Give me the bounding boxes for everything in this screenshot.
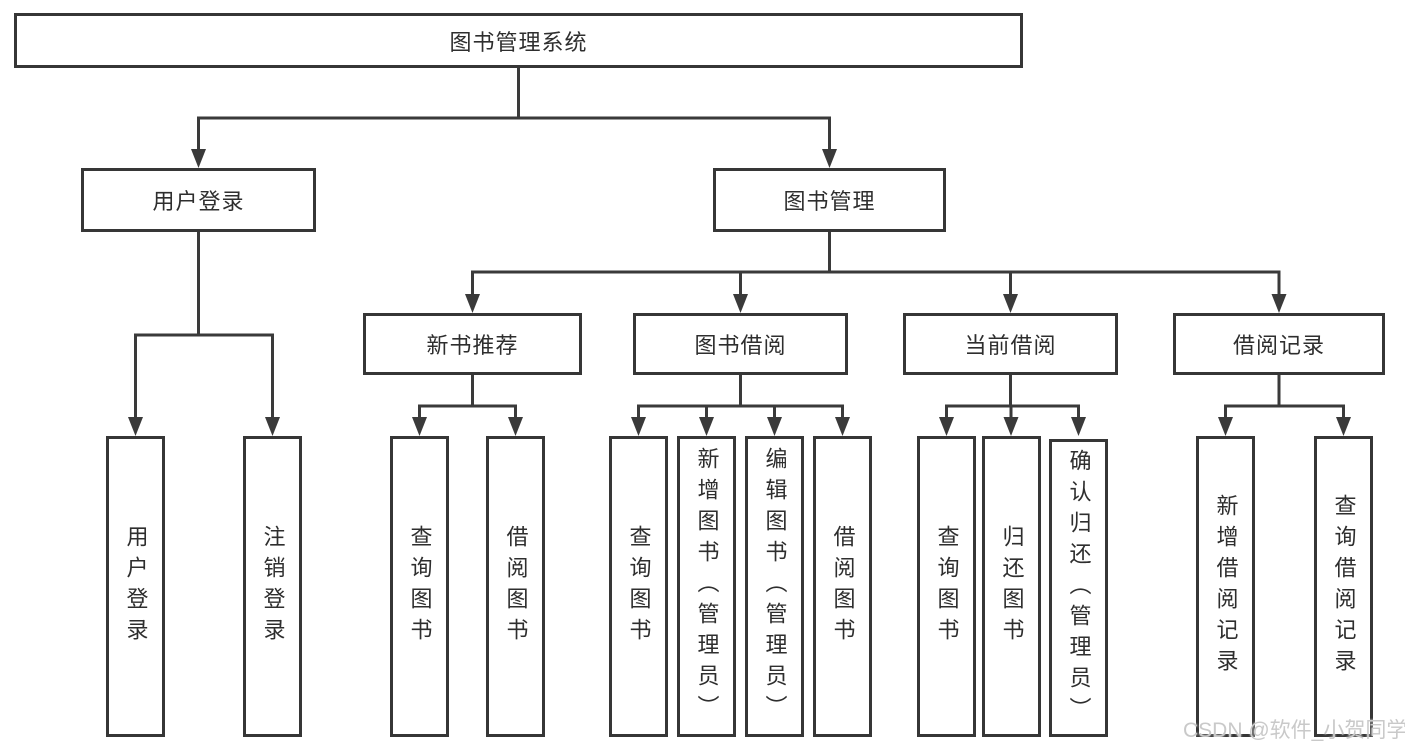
node-label: 图书借阅 bbox=[694, 333, 787, 358]
node-leaf-add-borrow-record: 新增借阅记录 bbox=[1196, 436, 1255, 737]
node-borrow-records: 借阅记录 bbox=[1173, 313, 1385, 375]
node-leaf-query-books-borrow: 查询图书 bbox=[609, 436, 668, 737]
node-label: 图书管理 bbox=[783, 189, 876, 214]
node-label: 确认归还（管理员） bbox=[1066, 448, 1092, 728]
watermark: CSDN @软件_小贺同学 bbox=[1183, 719, 1405, 742]
arrowheads bbox=[128, 149, 1351, 436]
node-leaf-borrow-books: 借阅图书 bbox=[813, 436, 872, 737]
node-label: 查询图书 bbox=[934, 524, 960, 649]
node-leaf-confirm-return-admin: 确认归还（管理员） bbox=[1049, 439, 1108, 737]
node-leaf-query-books-current: 查询图书 bbox=[917, 436, 976, 737]
node-label: 注销登录 bbox=[260, 524, 286, 649]
node-leaf-borrow-books-recommend: 借阅图书 bbox=[486, 436, 545, 737]
node-label: 查询借阅记录 bbox=[1331, 493, 1357, 680]
node-leaf-edit-books-admin: 编辑图书（管理员） bbox=[745, 436, 804, 737]
node-book-borrow: 图书借阅 bbox=[633, 313, 848, 375]
node-label: 用户登录 bbox=[152, 189, 245, 214]
node-user-login: 用户登录 bbox=[81, 168, 316, 232]
node-label: 新增图书（管理员） bbox=[694, 447, 720, 726]
node-current-borrow: 当前借阅 bbox=[903, 313, 1118, 375]
node-leaf-user-login: 用户登录 bbox=[106, 436, 165, 737]
node-leaf-query-borrow-record: 查询借阅记录 bbox=[1314, 436, 1373, 737]
node-label: 图书管理系统 bbox=[449, 29, 588, 55]
node-label: 借阅记录 bbox=[1232, 333, 1325, 358]
node-leaf-logout-login: 注销登录 bbox=[243, 436, 302, 737]
node-label: 新书推荐 bbox=[426, 333, 519, 358]
node-leaf-return-books: 归还图书 bbox=[982, 436, 1041, 737]
node-root: 图书管理系统 bbox=[14, 13, 1023, 68]
node-new-book-recommend: 新书推荐 bbox=[363, 313, 582, 375]
node-leaf-add-books-admin: 新增图书（管理员） bbox=[677, 436, 736, 737]
node-label: 编辑图书（管理员） bbox=[762, 447, 788, 726]
node-label: 查询图书 bbox=[626, 524, 652, 649]
node-label: 查询图书 bbox=[407, 524, 433, 649]
node-label: 当前借阅 bbox=[964, 333, 1057, 358]
node-label: 借阅图书 bbox=[830, 524, 856, 649]
node-label: 新增借阅记录 bbox=[1213, 493, 1239, 680]
node-book-management: 图书管理 bbox=[713, 168, 946, 232]
node-label: 用户登录 bbox=[123, 524, 149, 649]
node-label: 借阅图书 bbox=[503, 524, 529, 649]
node-leaf-query-books-recommend: 查询图书 bbox=[390, 436, 449, 737]
node-label: 归还图书 bbox=[999, 524, 1025, 649]
